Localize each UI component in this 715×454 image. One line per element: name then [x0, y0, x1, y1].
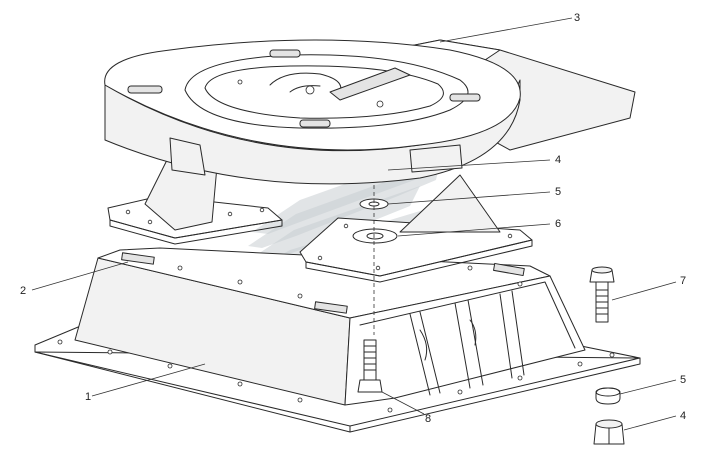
callout-1: 1	[85, 391, 91, 403]
callout-4-bottom: 4	[680, 410, 686, 422]
nut-4-bottom	[593, 419, 625, 445]
bolt-7	[589, 266, 615, 323]
callout-6: 6	[555, 218, 561, 230]
callout-2: 2	[20, 285, 26, 297]
callout-5-top: 5	[555, 186, 561, 198]
callout-4-top: 4	[555, 154, 561, 166]
base-frame	[34, 247, 641, 433]
bolt-8	[357, 339, 383, 393]
callout-labels: 3 4 5 6 2 7 1 5 8 4	[20, 12, 686, 425]
callout-3: 3	[574, 12, 580, 24]
callout-8: 8	[425, 413, 431, 425]
leader-lines	[31, 17, 677, 431]
callout-5-bottom: 5	[680, 374, 686, 386]
turntable-3	[104, 39, 636, 185]
callout-7: 7	[680, 275, 686, 287]
washer-5-bottom	[595, 387, 621, 405]
mounting-plate-6	[299, 174, 533, 283]
